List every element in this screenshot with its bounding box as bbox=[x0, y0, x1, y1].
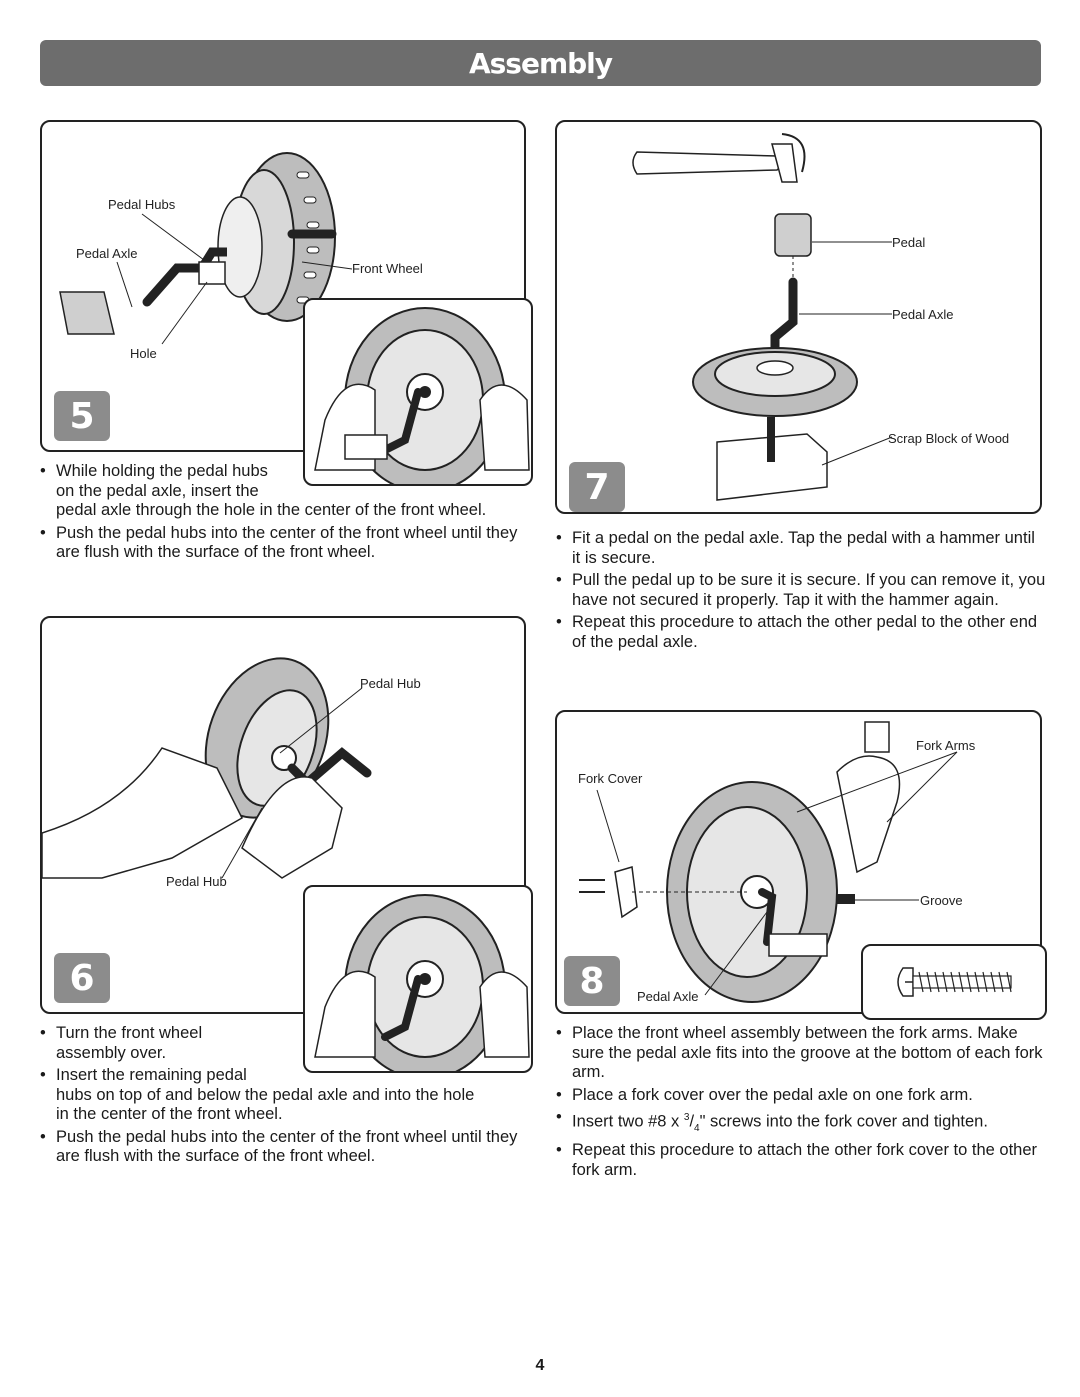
label-pedal-hubs: Pedal Hubs bbox=[108, 197, 176, 212]
label-pedal-hub-top: Pedal Hub bbox=[360, 676, 421, 691]
label-pedal-axle: Pedal Axle bbox=[637, 989, 699, 1004]
step-number-6: 6 bbox=[54, 953, 110, 1003]
instruction-item: Push the pedal hubs into the center of t… bbox=[40, 524, 530, 563]
instruction-line: While holding the pedal hubs bbox=[56, 462, 268, 480]
step-8-instructions: Place the front wheel assembly between t… bbox=[556, 1024, 1046, 1183]
step-5-illustration bbox=[59, 152, 353, 345]
instruction-line: on the pedal axle, insert the bbox=[56, 481, 259, 500]
instruction-item: Fit a pedal on the pedal axle. Tap the p… bbox=[556, 529, 1046, 568]
instruction-item: While holding the pedal hubs on the peda… bbox=[40, 462, 530, 521]
instruction-text: Insert two #8 x bbox=[572, 1112, 684, 1131]
screw-detail-inset bbox=[861, 944, 1047, 1020]
screw-icon bbox=[897, 967, 1012, 997]
label-pedal-hub-bottom: Pedal Hub bbox=[166, 874, 227, 889]
instruction-item: Push the pedal hubs into the center of t… bbox=[40, 1128, 530, 1167]
instruction-item: Repeat this procedure to attach the othe… bbox=[556, 613, 1046, 652]
instruction-item: Insert two #8 x 3/4" screws into the for… bbox=[556, 1108, 1046, 1138]
instruction-line: assembly over. bbox=[56, 1043, 167, 1062]
instruction-item: Place the front wheel assembly between t… bbox=[556, 1024, 1046, 1083]
instruction-item: Repeat this procedure to attach the othe… bbox=[556, 1141, 1046, 1180]
fraction-numerator: 3 bbox=[683, 1112, 690, 1123]
label-groove: Groove bbox=[920, 893, 963, 908]
instruction-text: " screws into the fork cover and tighten… bbox=[699, 1112, 988, 1131]
fraction-denominator: 4 bbox=[694, 1122, 700, 1134]
page-title: Assembly bbox=[468, 46, 613, 80]
page-number: 4 bbox=[535, 1357, 545, 1374]
step-7-panel: Pedal Pedal Axle Scrap Block of Wood 7 bbox=[555, 120, 1042, 514]
step-number-8: 8 bbox=[564, 956, 620, 1006]
step-5-detail-illustration bbox=[314, 307, 530, 484]
step-number-5: 5 bbox=[54, 391, 110, 441]
instruction-item: Pull the pedal up to be sure it is secur… bbox=[556, 571, 1046, 610]
label-pedal-axle: Pedal Axle bbox=[76, 246, 138, 261]
step-6-illustration bbox=[42, 657, 372, 879]
label-scrap-block-of-wood: Scrap Block of Wood bbox=[888, 431, 1010, 446]
instruction-line: Turn the front wheel bbox=[56, 1024, 203, 1042]
label-fork-arms: Fork Arms bbox=[916, 738, 976, 753]
step-number-7: 7 bbox=[569, 462, 625, 512]
instruction-line: in the center of the front wheel. bbox=[56, 1105, 283, 1123]
instruction-item: Turn the front wheel assembly over. bbox=[40, 1024, 530, 1063]
instruction-item: Insert the remaining pedal hubs on top o… bbox=[40, 1066, 530, 1125]
label-pedal: Pedal bbox=[892, 235, 926, 250]
step-6-instructions: Turn the front wheel assembly over. Inse… bbox=[40, 1024, 530, 1170]
label-hole: Hole bbox=[130, 346, 157, 361]
step-5-instructions: While holding the pedal hubs on the peda… bbox=[40, 462, 530, 566]
step-5-panel: Pedal Hubs Pedal Axle Front Wheel Hole 5 bbox=[40, 120, 526, 452]
assembly-header: Assembly bbox=[40, 40, 1041, 86]
step-7-instructions: Fit a pedal on the pedal axle. Tap the p… bbox=[556, 529, 1046, 655]
instruction-line: hubs on top of and below the pedal axle … bbox=[56, 1085, 475, 1104]
label-pedal-axle: Pedal Axle bbox=[892, 307, 954, 322]
step-7-illustration bbox=[632, 133, 893, 501]
label-fork-cover: Fork Cover bbox=[578, 771, 643, 786]
instruction-line: pedal axle through the hole in the cente… bbox=[56, 501, 487, 519]
instruction-line: Insert the remaining pedal bbox=[56, 1066, 247, 1084]
step-8-illustration bbox=[579, 721, 958, 1003]
step-5-detail-inset bbox=[303, 298, 533, 486]
instruction-item: Place a fork cover over the pedal axle o… bbox=[556, 1086, 1046, 1106]
label-front-wheel: Front Wheel bbox=[352, 261, 423, 276]
